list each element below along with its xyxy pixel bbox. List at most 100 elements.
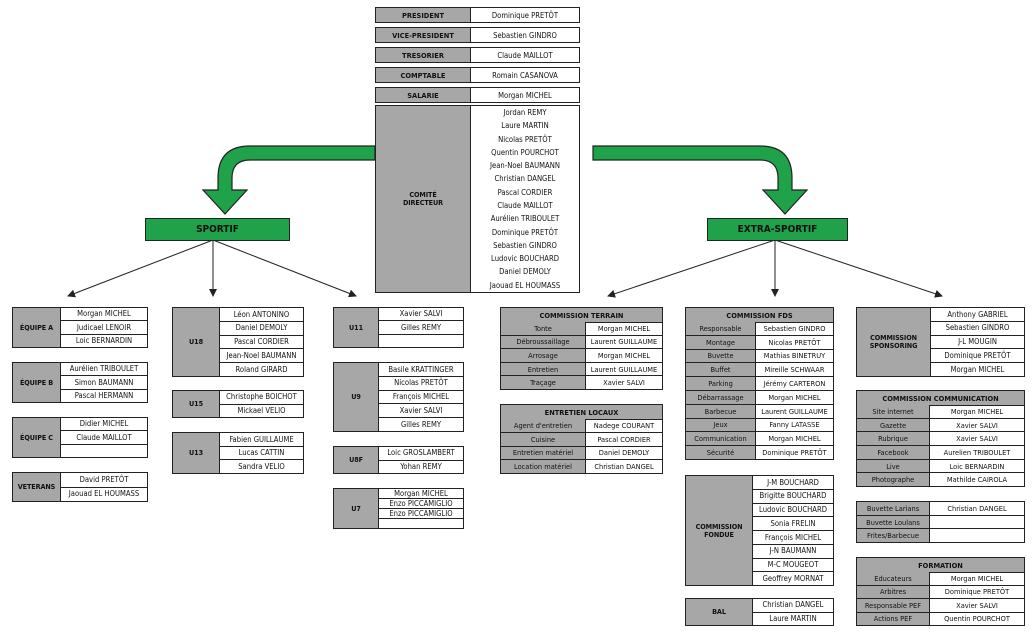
kv-key: Responsable PEF	[857, 599, 930, 612]
kv-key: Parking	[686, 377, 756, 390]
jeune-right-1-label: U9	[334, 363, 378, 431]
member-row: M-C MOUGEOT	[753, 559, 833, 573]
kv-value: Morgan MICHEL	[597, 350, 651, 360]
member-row: Yohan REMY	[400, 461, 442, 471]
kv-row: Barbecue Laurent GUILLAUME	[686, 404, 833, 419]
member-row: Loic GROSLAMBERT	[379, 447, 463, 461]
kv-key: Entretien	[501, 362, 586, 376]
member-row: Loic BERNARDIN	[75, 336, 133, 346]
bal-label: BAL	[686, 599, 752, 625]
comite-member: Dominique PRETÔT	[491, 227, 559, 237]
kv-value: Christian DANGEL	[947, 503, 1007, 513]
kv-key: Jeux	[686, 418, 756, 432]
member-row: David PRETÔT	[61, 473, 147, 488]
member-row: François MICHEL	[379, 391, 463, 405]
kv-key: Débroussaillage	[501, 335, 586, 349]
member-row: Laure MARTIN	[769, 613, 817, 623]
kv-value: Aurelien TRIBOULET	[943, 447, 1011, 457]
member-row: Ludovic BOUCHARD	[753, 504, 833, 518]
kv-key: Buffet	[686, 363, 756, 377]
kv-key: Traçage	[501, 376, 586, 389]
member-row: Judicael LENOIR	[61, 321, 147, 335]
member-row: Anthony GABRIEL	[931, 308, 1024, 322]
comite-member: Laure MARTIN	[501, 121, 549, 131]
kv-value: Laurent GUILLAUME	[761, 406, 828, 416]
kv-key: Live	[857, 459, 930, 473]
kv-key: Gazette	[857, 418, 930, 432]
jeune-mid-2-label: U13	[173, 433, 219, 473]
kv-row: Live Loic BERNARDIN	[857, 459, 1024, 474]
kv-key: Facebook	[857, 446, 930, 459]
commission-terrain-title: COMMISSION TERRAIN	[501, 308, 662, 323]
kv-row: Buvette Larians Christian DANGEL	[857, 502, 1024, 516]
kv-row: Frites/Barbecue	[857, 529, 1024, 543]
comite-label: COMITÉ DIRECTEUR	[376, 106, 470, 292]
member-row: Sebastien GINDRO	[931, 322, 1024, 336]
member-row: Claude MAILLOT	[61, 431, 147, 445]
sportif-label: SPORTIF	[145, 218, 290, 241]
kv-key: Barbecue	[686, 404, 756, 418]
bureau-role: COMPTABLE	[376, 68, 471, 82]
equipe-0-label: ÉQUIPE A	[13, 308, 60, 347]
member-row: Daniel DEMOLY	[220, 322, 303, 336]
kv-value: Loic BERNARDIN	[949, 461, 1005, 471]
kv-key: Buvette Loulans	[857, 515, 930, 529]
member-row: Jaouad EL HOUMASS	[68, 489, 140, 499]
kv-value	[930, 529, 1024, 542]
member-row: Roland GIRARD	[235, 364, 288, 374]
extra-sportif-label: EXTRA-SPORTIF	[707, 218, 848, 241]
member-row: Jean-Noel BAUMANN	[220, 349, 303, 364]
kv-key: Entretien matériel	[501, 446, 586, 460]
kv-key: Communication	[686, 432, 756, 446]
kv-value: Quentin POURCHOT	[944, 614, 1010, 624]
kv-value: Nicolas PRETÔT	[768, 337, 821, 347]
kv-value: Dominique PRETÔT	[944, 587, 1010, 597]
kv-key: Location matériel	[501, 460, 586, 473]
kv-key: Arrosage	[501, 349, 586, 362]
kv-key: Buvette Larians	[857, 502, 930, 515]
member-row: Didier MICHEL	[61, 418, 147, 432]
bureau-name: Dominique PRETÔT	[491, 10, 559, 20]
kv-row: Responsable PEF Xavier SALVI	[857, 599, 1024, 613]
kv-value: Laurent GUILLAUME	[590, 364, 658, 374]
jeune-mid-1-label: U15	[173, 391, 219, 417]
kv-value	[930, 516, 1024, 529]
bureau-name: Claude MAILLOT	[497, 50, 553, 60]
kv-value: Xavier SALVI	[956, 600, 998, 610]
member-row	[379, 519, 463, 528]
member-row: Dominique PRETÔT	[931, 349, 1024, 364]
